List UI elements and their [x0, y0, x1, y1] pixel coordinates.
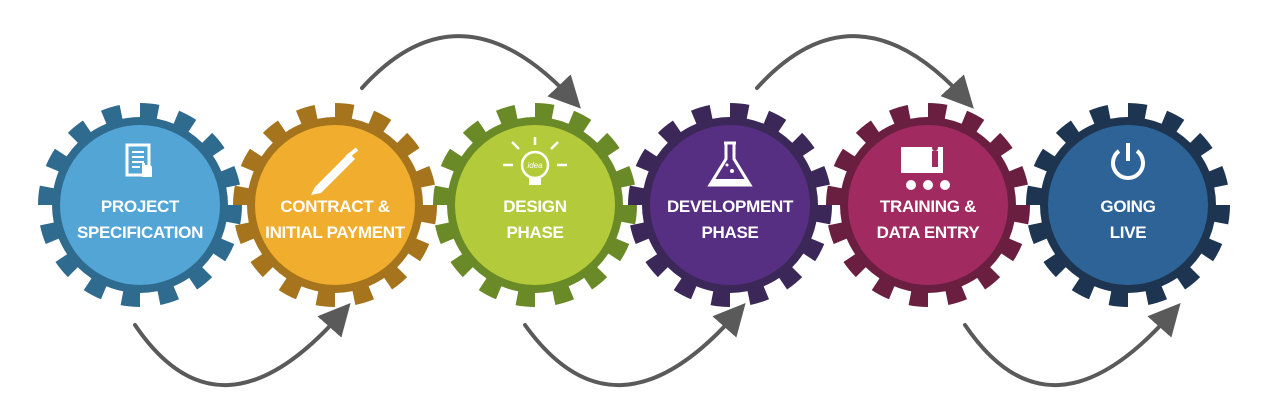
- step-label: DEVELOPMENT PHASE: [645, 194, 815, 246]
- arrow-bottom-3: [963, 303, 1181, 387]
- arrow-top-2: [755, 34, 974, 109]
- step-label: DESIGN PHASE: [450, 194, 620, 246]
- step-label-line2: PHASE: [506, 223, 564, 242]
- arrow-bottom-1: [133, 303, 351, 387]
- step-label-line2: INITIAL PAYMENT: [265, 223, 405, 242]
- lightbulb-idea-icon: idea: [503, 137, 567, 185]
- gear-step-6: [1026, 103, 1230, 307]
- gear-step-3: idea: [433, 103, 637, 307]
- svg-text:idea: idea: [527, 161, 543, 170]
- gear-step-5: [826, 103, 1030, 307]
- step-label-line1: DESIGN: [503, 197, 567, 216]
- arrow-top-1: [360, 34, 581, 109]
- gear-teeth: [433, 103, 637, 307]
- gear-center: [455, 125, 615, 285]
- step-label-line2: PHASE: [701, 223, 759, 242]
- step-label-line1: DEVELOPMENT: [666, 197, 794, 216]
- gear-center: [1048, 125, 1208, 285]
- step-label-line2: DATA ENTRY: [876, 223, 980, 242]
- step-label-line1: GOING: [1100, 197, 1156, 216]
- step-label-line2: LIVE: [1109, 223, 1147, 242]
- gear-step-1: [38, 103, 242, 307]
- gear-center: [60, 125, 220, 285]
- step-label: TRAINING & DATA ENTRY: [843, 194, 1013, 246]
- step-label: PROJECT SPECIFICATION: [55, 194, 225, 246]
- gear-teeth: [1026, 103, 1230, 307]
- step-label-line1: CONTRACT &: [280, 197, 390, 216]
- pen-icon: [311, 147, 359, 195]
- step-label-line1: PROJECT: [100, 197, 180, 216]
- arrow-bottom-2: [523, 303, 746, 387]
- gear-center: [650, 125, 810, 285]
- document-touch-icon: [125, 143, 152, 177]
- gear-teeth: [233, 103, 437, 307]
- step-label-line1: TRAINING &: [879, 197, 977, 216]
- gear-step-4: [628, 103, 832, 307]
- gear-center: [848, 125, 1008, 285]
- gear-step-2: [233, 103, 437, 307]
- step-label-line2: SPECIFICATION: [76, 223, 204, 242]
- step-label: CONTRACT & INITIAL PAYMENT: [250, 194, 420, 246]
- presentation-board-icon: [901, 145, 950, 190]
- gear-teeth: [38, 103, 242, 307]
- gear-teeth: [628, 103, 832, 307]
- step-label: GOING LIVE: [1043, 194, 1213, 246]
- power-icon: [1111, 143, 1145, 180]
- gear-teeth: [826, 103, 1030, 307]
- flask-icon: [707, 141, 753, 187]
- gear-center: [255, 125, 415, 285]
